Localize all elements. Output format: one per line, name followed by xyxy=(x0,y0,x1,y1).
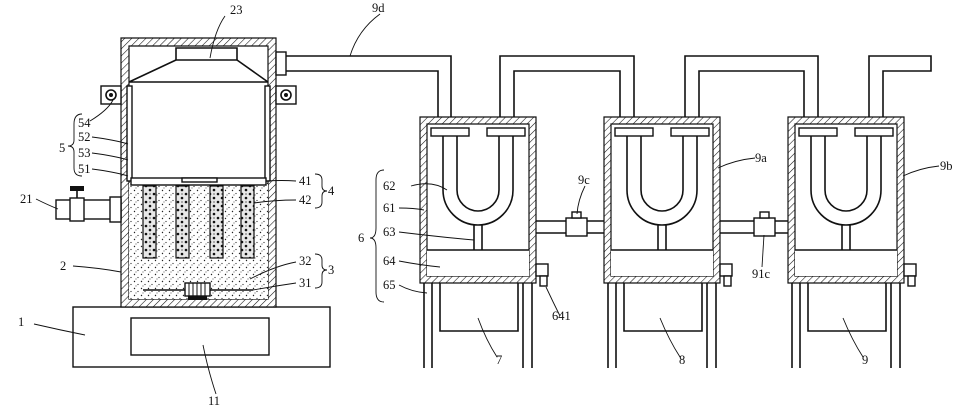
label-9: 9 xyxy=(862,353,868,367)
label-6: 6 xyxy=(358,231,364,245)
inlet-valve-21 xyxy=(56,186,121,222)
label-41: 41 xyxy=(299,174,312,188)
label-65: 65 xyxy=(383,278,396,292)
label-9c: 9c xyxy=(578,173,590,187)
label-64: 64 xyxy=(383,254,396,268)
label-54: 54 xyxy=(78,116,91,130)
label-9d: 9d xyxy=(372,1,385,15)
tank-2 xyxy=(101,38,296,307)
label-641: 641 xyxy=(552,309,571,323)
label-53: 53 xyxy=(78,146,91,160)
tank-unit-9 xyxy=(788,117,916,368)
label-52: 52 xyxy=(78,130,91,144)
label-31: 31 xyxy=(299,276,312,290)
label-23: 23 xyxy=(230,3,243,17)
pipe-9d xyxy=(276,52,931,118)
label-8: 8 xyxy=(679,353,685,367)
label-3: 3 xyxy=(328,263,334,277)
tank-unit-7 xyxy=(420,117,548,368)
label-42: 42 xyxy=(299,193,312,207)
label-62: 62 xyxy=(383,179,396,193)
label-5: 5 xyxy=(59,141,65,155)
label-32: 32 xyxy=(299,254,312,268)
label-63: 63 xyxy=(383,225,396,239)
connector-91c xyxy=(720,212,788,236)
label-91c: 91c xyxy=(752,267,771,281)
label-21: 21 xyxy=(20,192,33,206)
label-7: 7 xyxy=(496,353,502,367)
panel-11 xyxy=(131,318,269,355)
label-51: 51 xyxy=(78,162,91,176)
label-1: 1 xyxy=(18,315,24,329)
tank-unit-8 xyxy=(604,117,732,368)
label-11: 11 xyxy=(208,394,220,408)
label-61: 61 xyxy=(383,201,396,215)
connector-9c xyxy=(536,212,604,236)
label-9a: 9a xyxy=(755,151,767,165)
label-2: 2 xyxy=(60,259,66,273)
label-9b: 9b xyxy=(940,159,953,173)
base-1 xyxy=(73,307,330,367)
label-4: 4 xyxy=(328,184,335,198)
